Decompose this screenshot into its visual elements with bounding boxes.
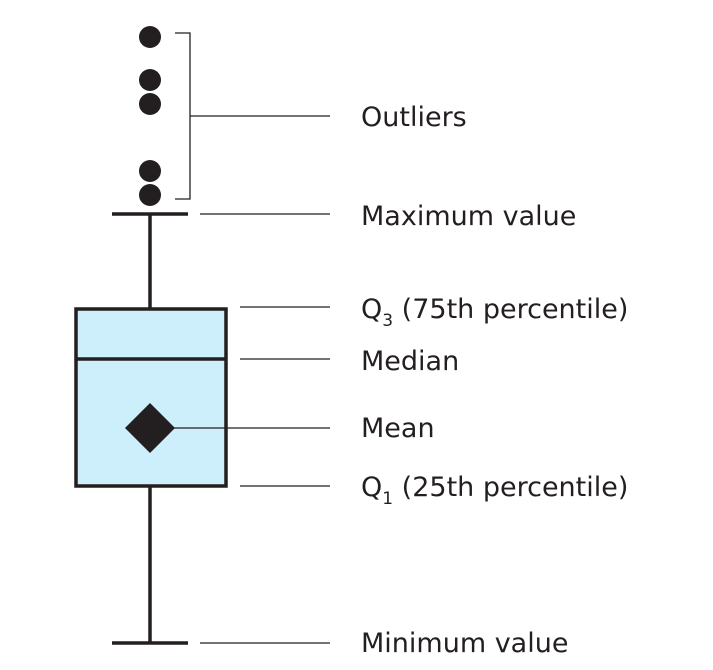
outlier-points [139, 26, 161, 206]
minimum-label: Minimum value [361, 628, 568, 659]
q3-label-subscript: 3 [382, 311, 393, 331]
q1-label-subscript: 1 [382, 489, 393, 509]
q1-label: Q1 (25th percentile) [361, 472, 628, 509]
interquartile-box [74, 307, 228, 488]
q1-label-rest: (25th percentile) [393, 472, 628, 503]
q3-label-rest: (75th percentile) [393, 294, 628, 325]
outlier-point [139, 26, 161, 48]
outlier-point [139, 160, 161, 182]
q3-label: Q3 (75th percentile) [361, 294, 628, 331]
q1-label-main: Q [361, 472, 382, 503]
mean-label: Mean [361, 413, 435, 444]
mean-marker [125, 403, 175, 453]
outliers-label: Outliers [361, 102, 467, 133]
outlier-point [139, 184, 161, 206]
maximum-label: Maximum value [361, 201, 576, 232]
q3-label-main: Q [361, 294, 382, 325]
outlier-point [139, 69, 161, 91]
outlier-point [139, 93, 161, 115]
median-label: Median [361, 346, 459, 377]
outliers-bracket [175, 32, 191, 200]
